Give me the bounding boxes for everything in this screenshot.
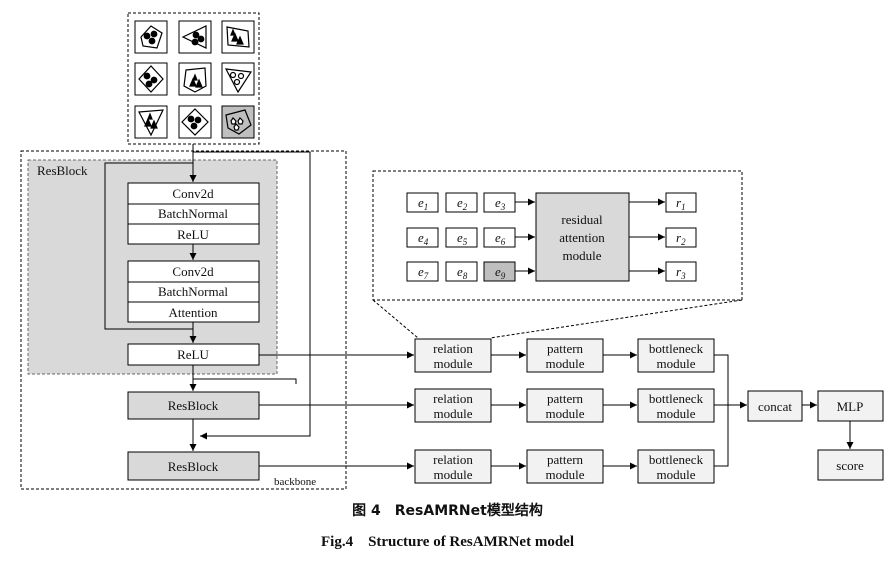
svg-text:relation: relation: [433, 452, 473, 467]
svg-text:e1: e1: [418, 195, 428, 212]
conv-block-1: Conv2d BatchNormal ReLU: [127, 182, 260, 245]
mlp-box: [817, 390, 884, 422]
svg-text:module: module: [657, 467, 696, 482]
pipeline-row-3: relation module pattern module bottlenec…: [414, 449, 715, 484]
attention-arrows: [515, 198, 665, 275]
svg-text:module: module: [434, 406, 473, 421]
svg-text:module: module: [434, 356, 473, 371]
svg-text:bottleneck: bottleneck: [649, 341, 704, 356]
residual-attention-module: [535, 192, 630, 282]
block1-batchnorm: BatchNormal: [158, 206, 228, 221]
svg-text:relation: relation: [433, 391, 473, 406]
caption-chinese: 图 4 ResAMRNet模型结构: [352, 503, 543, 519]
svg-text:e2: e2: [457, 195, 468, 212]
pipeline-arrows: [259, 351, 854, 470]
block2-conv2d: Conv2d: [172, 264, 214, 279]
relu-out-label: ReLU: [177, 347, 209, 362]
svg-text:module: module: [546, 356, 585, 371]
svg-text:module: module: [657, 356, 696, 371]
svg-text:relation: relation: [433, 341, 473, 356]
svg-text:module: module: [434, 467, 473, 482]
svg-text:pattern: pattern: [547, 341, 584, 356]
svg-text:module: module: [546, 406, 585, 421]
conv-block-2: Conv2d BatchNormal Attention: [127, 260, 260, 323]
svg-text:r3: r3: [676, 264, 686, 281]
ram-line-1: residual: [561, 212, 603, 227]
svg-text:r2: r2: [676, 230, 686, 247]
block2-attention: Attention: [168, 305, 218, 320]
concat-label: concat: [758, 399, 792, 414]
svg-text:module: module: [657, 406, 696, 421]
svg-text:e7: e7: [418, 264, 429, 281]
svg-text:e3: e3: [495, 195, 506, 212]
embedding-grid: e1 e2 e3 e4 e5 e6 e7 e8 e9: [406, 192, 516, 282]
backbone-label: backbone: [274, 476, 316, 488]
svg-text:module: module: [546, 467, 585, 482]
backbone-arrows: [104, 144, 311, 451]
concat-box: [747, 390, 803, 422]
r-outputs: r1 r2 r3: [665, 192, 697, 282]
score-box: [817, 449, 884, 481]
ram-line-2: attention: [559, 230, 605, 245]
svg-text:bottleneck: bottleneck: [649, 391, 704, 406]
puzzle-shapes: [138, 25, 253, 137]
svg-text:e6: e6: [495, 230, 506, 247]
block1-conv2d: Conv2d: [172, 186, 214, 201]
ram-line-3: module: [563, 248, 602, 263]
pipeline-row-2: relation module pattern module bottlenec…: [414, 388, 715, 423]
resblock-3-label: ResBlock: [168, 459, 219, 474]
score-label: score: [836, 458, 864, 473]
svg-text:e5: e5: [457, 230, 468, 247]
resblock-2-label: ResBlock: [168, 398, 219, 413]
mlp-label: MLP: [837, 399, 864, 414]
block2-batchnorm: BatchNormal: [158, 284, 228, 299]
svg-text:pattern: pattern: [547, 452, 584, 467]
resblock-title: ResBlock: [37, 163, 88, 178]
caption-english: Fig.4 Structure of ResAMRNet model: [320, 534, 574, 550]
puzzle-matrix: [127, 12, 260, 145]
svg-text:e4: e4: [418, 230, 429, 247]
svg-text:e9: e9: [495, 264, 506, 281]
svg-text:bottleneck: bottleneck: [649, 452, 704, 467]
resblock-3-box: [127, 451, 260, 481]
attention-detail-region: [372, 170, 743, 301]
pipeline-row-1: relation module pattern module bottlenec…: [414, 338, 715, 373]
svg-text:e8: e8: [457, 264, 468, 281]
svg-text:r1: r1: [676, 195, 686, 212]
block1-relu: ReLU: [177, 227, 209, 242]
svg-text:pattern: pattern: [547, 391, 584, 406]
backbone-region: [20, 150, 347, 490]
